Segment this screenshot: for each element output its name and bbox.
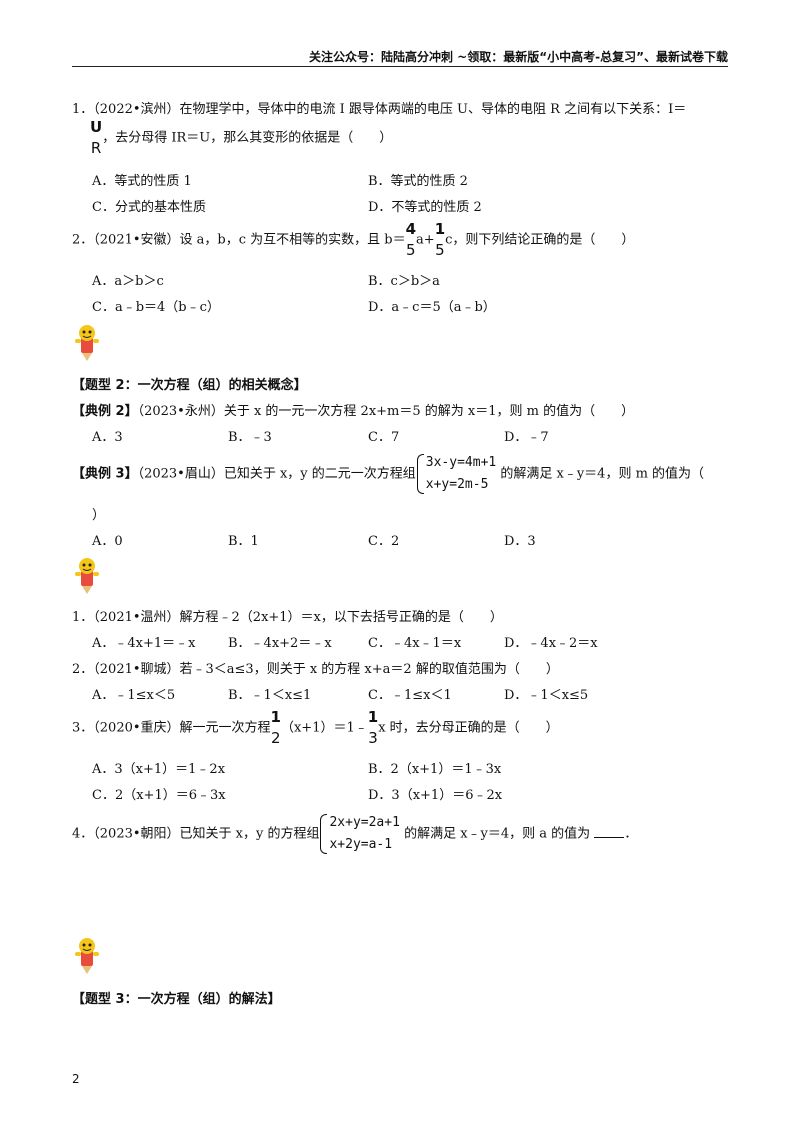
p2-option-b[interactable]: B．﹣1＜x≤1 [228, 688, 312, 703]
q1-option-b[interactable]: B．等式的性质 2 [368, 174, 468, 189]
p3-fraction-2: 1 3 [367, 708, 379, 747]
ex3-option-a[interactable]: A．0 [92, 534, 123, 549]
pencil-mascot-icon [75, 325, 99, 361]
q2-option-d[interactable]: D．a﹣c＝5（a﹣b） [368, 300, 496, 315]
pencil-mascot-icon [75, 938, 99, 974]
ex3-option-c[interactable]: C．2 [368, 534, 400, 549]
ex2-option-d[interactable]: D．﹣7 [504, 430, 549, 445]
p3-option-b[interactable]: B．2（x+1）＝1﹣3x [368, 762, 502, 777]
p3-option-d[interactable]: D．3（x+1）＝6﹣2x [368, 788, 503, 803]
ex3-stem-close: ） [92, 508, 106, 523]
p1-option-a[interactable]: A．﹣4x+1＝﹣x [92, 636, 196, 651]
p4-answer-blank[interactable] [594, 825, 625, 838]
p3-stem: 3．（2020•重庆）解一元一次方程 1 2 （x+1）＝1﹣ 1 3 x 时，… [72, 708, 559, 747]
p3-fraction-1: 1 2 [270, 708, 281, 747]
q2-option-c[interactable]: C．a﹣b＝4（b﹣c） [92, 300, 220, 315]
q2-fraction-2: 1 5 [434, 220, 446, 259]
q2-fraction-1: 4 5 [405, 220, 417, 259]
p4-stem: 4．（2023•朝阳）已知关于 x，y 的方程组 2x+y=2a+1 x+2y=… [72, 812, 637, 856]
pencil-mascot-icon [75, 558, 99, 594]
p1-option-c[interactable]: C．﹣4x﹣1＝x [368, 636, 462, 651]
q1-stem-line1: 1．（2022•滨州）在物理学中，导体中的电流 I 跟导体两端的电压 U、导体的… [72, 102, 687, 117]
p4-equation-system: 2x+y=2a+1 x+2y=a-1 [319, 812, 400, 856]
p2-option-c[interactable]: C．﹣1≤x＜1 [368, 688, 452, 703]
q1-option-d[interactable]: D．不等式的性质 2 [368, 200, 482, 215]
p2-stem: 2．（2021•聊城）若﹣3＜a≤3，则关于 x 的方程 x+a＝2 解的取值范… [72, 662, 559, 677]
ex2-option-a[interactable]: A．3 [92, 430, 123, 445]
p1-stem: 1．（2021•温州）解方程﹣2（2x+1）＝x，以下去括号正确的是（ ） [72, 610, 503, 625]
header-text: 关注公众号：陆陆高分冲刺 ~领取：最新版“小中高考-总复习”、最新试卷下载 [309, 50, 728, 64]
ex2-option-b[interactable]: B．﹣3 [228, 430, 272, 445]
ex3-stem: 【典例 3】（2023•眉山）已知关于 x，y 的二元一次方程组 3x-y=4m… [72, 452, 704, 496]
q1-option-c[interactable]: C．分式的基本性质 [92, 200, 206, 215]
ex3-equation-system: 3x-y=4m+1 x+y=2m-5 [416, 452, 496, 496]
ex3-option-b[interactable]: B．1 [228, 534, 259, 549]
type2-title: 【题型 2：一次方程（组）的相关概念】 [72, 378, 307, 393]
ex3-option-d[interactable]: D．3 [504, 534, 536, 549]
p3-option-c[interactable]: C．2（x+1）＝6﹣3x [92, 788, 226, 803]
ex2-stem: 【典例 2】（2023•永州）关于 x 的一元一次方程 2x+m＝5 的解为 x… [72, 404, 635, 419]
q2-option-a[interactable]: A．a＞b＞c [92, 274, 164, 289]
q1-stem-line2: U R ，去分母得 IR＝U，那么其变形的依据是（ ） [90, 118, 393, 157]
p2-option-d[interactable]: D．﹣1＜x≤5 [504, 688, 589, 703]
q2-stem: 2．（2021•安徽）设 a，b，c 为互不相等的实数，且 b＝ 4 5 a+ … [72, 220, 635, 259]
p3-option-a[interactable]: A．3（x+1）＝1﹣2x [92, 762, 226, 777]
p2-option-a[interactable]: A．﹣1≤x＜5 [92, 688, 176, 703]
ex2-option-c[interactable]: C．7 [368, 430, 400, 445]
p1-option-b[interactable]: B．﹣4x+2＝﹣x [228, 636, 332, 651]
q1-fraction: U R [90, 118, 103, 157]
page-number: 2 [72, 1072, 80, 1086]
q1-option-a[interactable]: A．等式的性质 1 [92, 174, 192, 189]
p1-option-d[interactable]: D．﹣4x﹣2＝x [504, 636, 598, 651]
type3-title: 【题型 3：一次方程（组）的解法】 [72, 992, 281, 1007]
header-divider [72, 66, 728, 67]
q2-option-b[interactable]: B．c＞b＞a [368, 274, 440, 289]
